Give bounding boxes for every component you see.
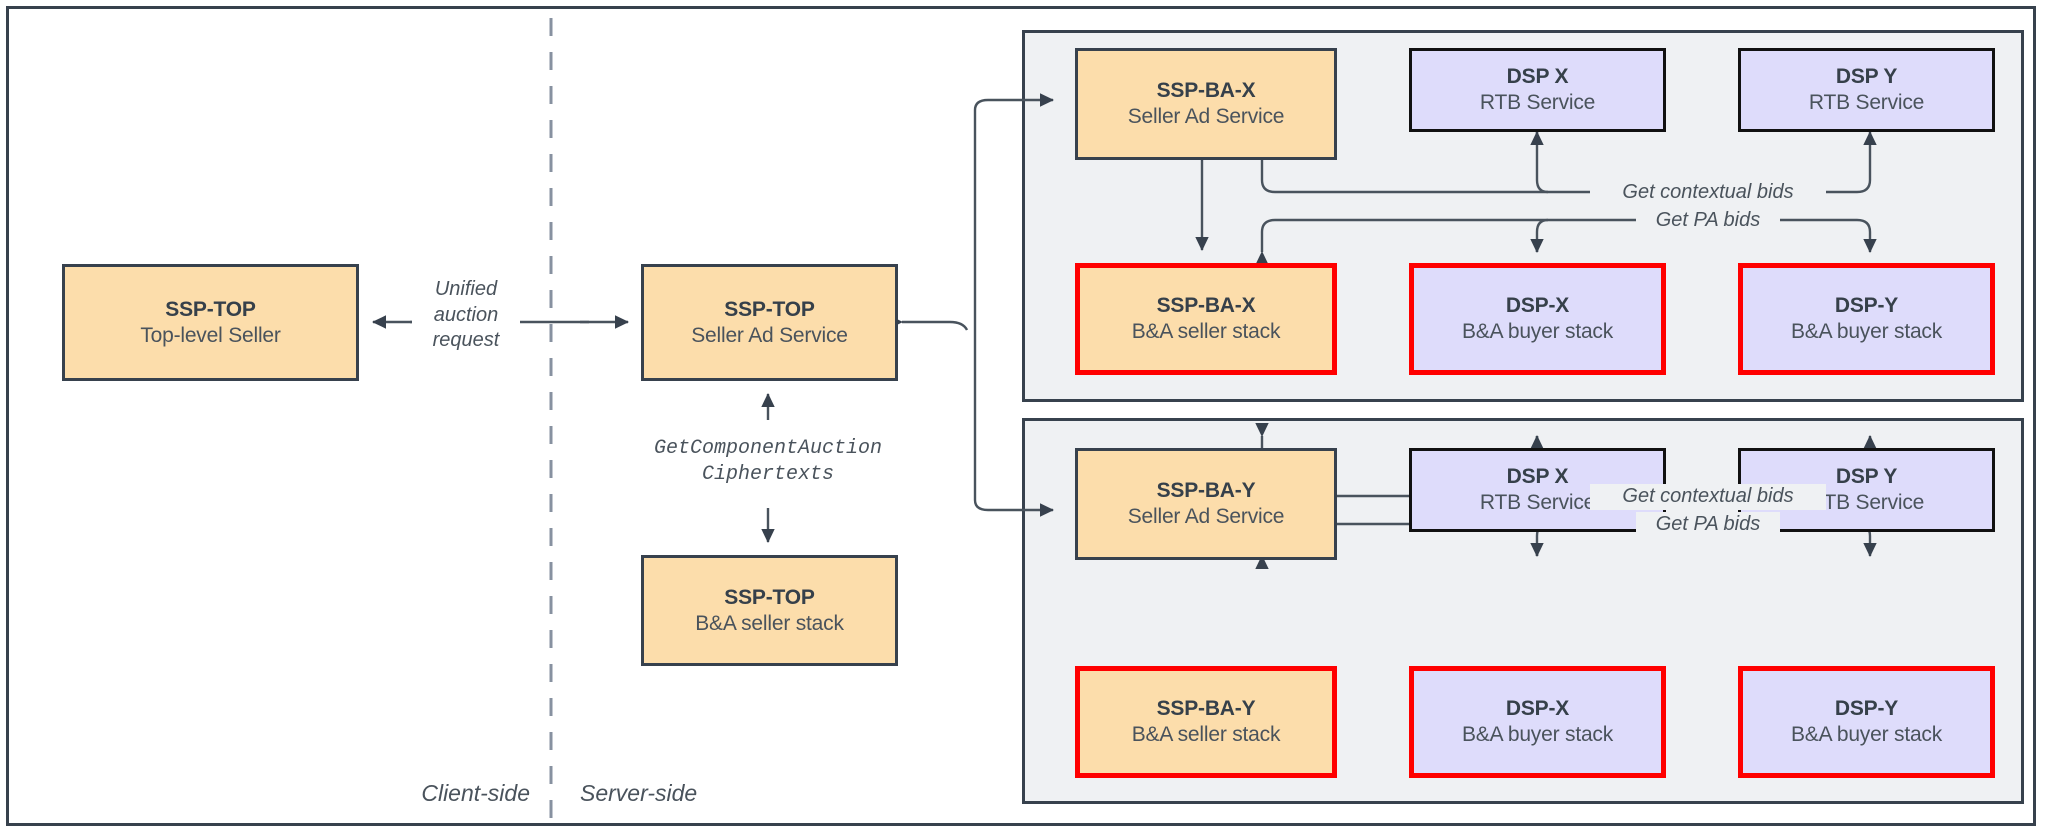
node-title: SSP-BA-X <box>1156 79 1256 103</box>
node-ssp-top-server[interactable]: SSP-TOP Seller Ad Service <box>641 264 898 381</box>
node-subtitle: B&A buyer stack <box>1461 723 1614 746</box>
edge-label-get-pa-bids-top: Get PA bids <box>1636 208 1780 234</box>
node-dsp-y-buyer-stack-top[interactable]: DSP-Y B&A buyer stack <box>1738 263 1995 375</box>
node-title: DSP-X <box>1505 294 1570 318</box>
node-ssp-ba-x-seller-stack[interactable]: SSP-BA-X B&A seller stack <box>1075 263 1337 375</box>
node-dsp-y-buyer-stack-bottom[interactable]: DSP-Y B&A buyer stack <box>1738 666 1995 778</box>
node-dsp-x-rtb-service-bottom[interactable]: DSP X RTB Service <box>1409 448 1666 532</box>
node-ssp-ba-x-seller-ad-service[interactable]: SSP-BA-X Seller Ad Service <box>1075 48 1337 160</box>
node-dsp-x-buyer-stack-bottom[interactable]: DSP-X B&A buyer stack <box>1409 666 1666 778</box>
node-title: DSP Y <box>1835 465 1898 489</box>
node-title: SSP-TOP <box>724 585 815 609</box>
node-subtitle: Seller Ad Service <box>1127 105 1285 128</box>
edge-label-unified-auction-request: Unified auction request <box>412 277 520 354</box>
edge-label-get-pa-bids-bottom: Get PA bids <box>1636 512 1780 538</box>
node-ssp-top-ba-seller-stack[interactable]: SSP-TOP B&A seller stack <box>641 555 898 666</box>
node-subtitle: Top-level Seller <box>140 323 281 347</box>
zone-label-server-side: Server-side <box>580 780 698 806</box>
node-subtitle: RTB Service <box>1808 91 1925 114</box>
node-ssp-ba-y-seller-ad-service[interactable]: SSP-BA-Y Seller Ad Service <box>1075 448 1337 560</box>
node-title: DSP X <box>1506 65 1569 89</box>
node-subtitle: B&A buyer stack <box>1461 320 1614 343</box>
node-title: DSP-Y <box>1834 697 1899 721</box>
node-dsp-y-rtb-service-top[interactable]: DSP Y RTB Service <box>1738 48 1995 132</box>
node-dsp-y-rtb-service-bottom[interactable]: DSP Y RTB Service <box>1738 448 1995 532</box>
edge-label-get-contextual-bids-bottom: Get contextual bids <box>1590 484 1826 510</box>
node-subtitle: RTB Service <box>1479 91 1596 114</box>
node-ssp-ba-y-seller-stack[interactable]: SSP-BA-Y B&A seller stack <box>1075 666 1337 778</box>
node-dsp-x-buyer-stack-top[interactable]: DSP-X B&A buyer stack <box>1409 263 1666 375</box>
node-subtitle: Seller Ad Service <box>1127 505 1285 528</box>
node-ssp-top-client[interactable]: SSP-TOP Top-level Seller <box>62 264 359 381</box>
node-subtitle: B&A seller stack <box>695 611 844 635</box>
node-subtitle: B&A seller stack <box>1131 320 1281 343</box>
node-subtitle: B&A seller stack <box>1131 723 1281 746</box>
node-title: SSP-BA-Y <box>1156 479 1256 503</box>
node-dsp-x-rtb-service-top[interactable]: DSP X RTB Service <box>1409 48 1666 132</box>
node-title: DSP-Y <box>1834 294 1899 318</box>
node-title: SSP-BA-Y <box>1156 697 1256 721</box>
node-subtitle: RTB Service <box>1479 491 1596 514</box>
node-title: DSP-X <box>1505 697 1570 721</box>
node-subtitle: B&A buyer stack <box>1790 320 1943 343</box>
node-title: SSP-BA-X <box>1156 294 1256 318</box>
edge-label-get-component-auction-ciphertexts: GetComponentAuction Ciphertexts <box>608 436 928 488</box>
node-title: DSP Y <box>1835 65 1898 89</box>
zone-label-client-side: Client-side <box>421 780 530 806</box>
node-subtitle: Seller Ad Service <box>691 323 848 347</box>
node-title: SSP-TOP <box>724 297 815 321</box>
node-title: SSP-TOP <box>165 297 256 321</box>
edge-label-get-contextual-bids-top: Get contextual bids <box>1590 180 1826 206</box>
node-subtitle: B&A buyer stack <box>1790 723 1943 746</box>
node-title: DSP X <box>1506 465 1569 489</box>
node-subtitle: RTB Service <box>1808 491 1925 514</box>
